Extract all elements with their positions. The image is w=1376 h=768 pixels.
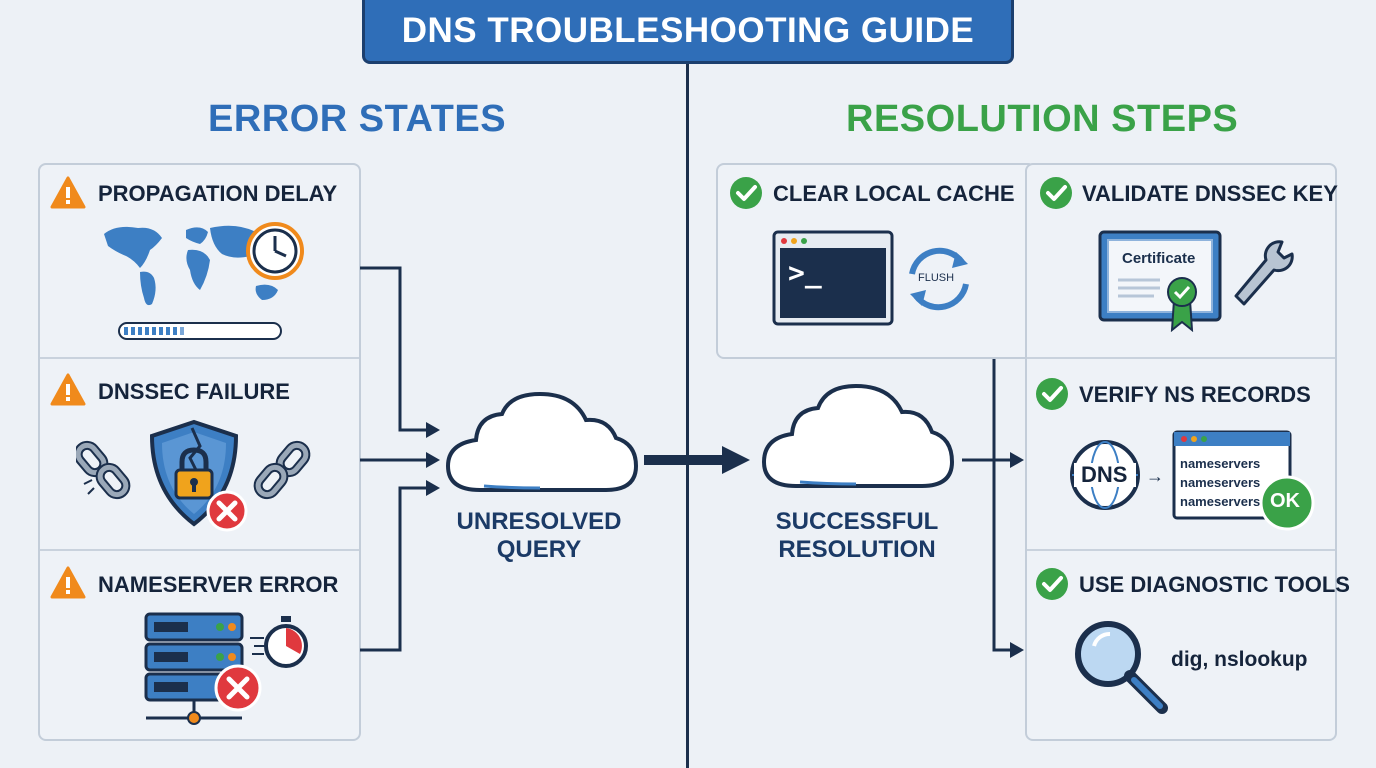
- unresolved-query-label: UNRESOLVED QUERY: [454, 508, 624, 564]
- certificate-icon: [1098, 230, 1222, 332]
- clock-icon: [246, 222, 304, 280]
- unresolved-line-1: UNRESOLVED: [456, 508, 622, 535]
- error-divider-1: [40, 357, 359, 359]
- page-title: DNS TROUBLESHOOTING GUIDE: [401, 10, 975, 50]
- successful-line-2: RESOLUTION: [778, 536, 936, 563]
- terminal-prompt: >_: [788, 256, 822, 289]
- broken-chain-left-icon: [76, 440, 131, 500]
- refresh-icon: [909, 247, 969, 311]
- wrench-icon: [1234, 240, 1294, 306]
- flush-label: FLUSH: [918, 272, 955, 284]
- warning-icon: [50, 176, 86, 209]
- successful-resolution-label: SUCCESSFUL RESOLUTION: [772, 508, 942, 564]
- error-x-icon: [214, 664, 262, 712]
- nameserver-line-3: nameservers: [1180, 494, 1261, 509]
- successful-resolution-cloud: [761, 383, 955, 488]
- nameserver-line-1: nameservers: [1180, 456, 1261, 471]
- dns-label: DNS: [1081, 462, 1128, 487]
- diagnostic-tools-text: dig, nslookup: [1171, 648, 1308, 671]
- unresolved-query-cloud: [445, 391, 639, 492]
- successful-line-1: SUCCESSFUL: [775, 508, 939, 535]
- terminal-icon: [772, 230, 894, 326]
- arrow-glyph: →: [1146, 466, 1164, 486]
- title-banner: DNS TROUBLESHOOTING GUIDE: [362, 0, 1014, 64]
- nameserver-line-2: nameservers: [1180, 475, 1261, 490]
- broken-chain-right-icon: [253, 440, 311, 500]
- check-icon: [1036, 378, 1068, 410]
- resolution-divider-1: [1027, 357, 1335, 359]
- error-flow-arrows: [360, 266, 440, 652]
- world-map-icon: [104, 225, 278, 306]
- center-flow-arrow: [644, 446, 750, 474]
- server-stack-icon: [144, 612, 244, 725]
- unresolved-line-2: QUERY: [496, 536, 582, 563]
- check-icon: [1036, 568, 1068, 600]
- error-states-heading: ERROR STATES: [208, 98, 507, 140]
- step-clear-local-cache: CLEAR LOCAL CACHE: [773, 181, 1015, 206]
- step-verify-ns-records: VERIFY NS RECORDS: [1079, 382, 1311, 407]
- step-validate-dnssec-key: VALIDATE DNSSEC KEY: [1082, 181, 1338, 206]
- error-item-propagation-delay: PROPAGATION DELAY: [98, 181, 338, 206]
- warning-icon: [50, 373, 86, 406]
- error-item-dnssec-failure: DNSSEC FAILURE: [98, 379, 290, 404]
- timer-icon: [250, 616, 308, 668]
- check-icon: [730, 177, 762, 209]
- magnifier-icon: [1075, 621, 1168, 714]
- ok-label: OK: [1270, 490, 1300, 512]
- step-use-diagnostic-tools: USE DIAGNOSTIC TOOLS: [1079, 572, 1350, 597]
- progress-bar: [118, 322, 282, 340]
- error-x-icon: [206, 490, 248, 532]
- check-icon: [1040, 177, 1072, 209]
- dns-globe-icon: [1070, 440, 1140, 510]
- center-divider-line: [686, 64, 689, 768]
- error-item-nameserver-error: NAMESERVER ERROR: [98, 572, 339, 597]
- resolution-divider-2: [1027, 549, 1335, 551]
- certificate-label: Certificate: [1122, 250, 1196, 267]
- error-divider-2: [40, 549, 359, 551]
- ok-badge-icon: [1259, 475, 1315, 531]
- resolution-steps-heading: RESOLUTION STEPS: [846, 98, 1239, 140]
- warning-icon: [50, 566, 86, 599]
